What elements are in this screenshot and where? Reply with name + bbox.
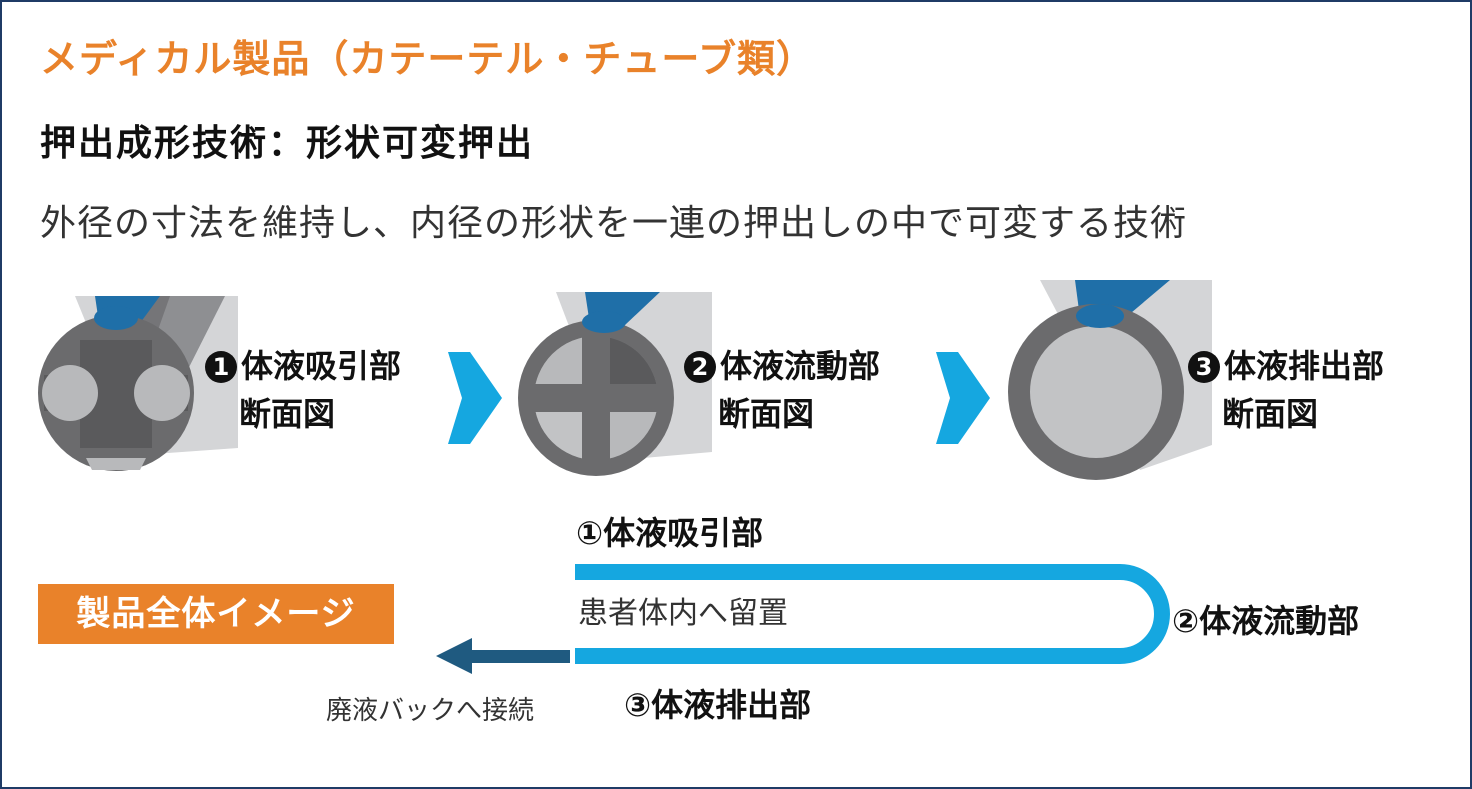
drain-label: ③体液排出部 bbox=[624, 686, 812, 724]
section-caption-3: 断面図 bbox=[1222, 395, 1319, 433]
connect-label: 廃液バックへ接続 bbox=[326, 696, 535, 726]
catheter-tube bbox=[575, 564, 1170, 664]
section-name-3: 体液排出部 bbox=[1224, 347, 1385, 385]
page-title: メディカル製品（カテーテル・チューブ類） bbox=[40, 37, 816, 81]
product-image-tag: 製品全体イメージ bbox=[38, 584, 394, 644]
section-name-1: 体液吸引部 bbox=[241, 347, 402, 385]
arrow-1 bbox=[448, 352, 502, 444]
description: 外径の寸法を維持し、内径の形状を一連の押出しの中で可変する技術 bbox=[40, 203, 1188, 244]
marker-3: 3 bbox=[1188, 351, 1220, 383]
marker-2: 2 bbox=[684, 351, 716, 383]
subtitle: 押出成形技術：形状可変押出 bbox=[40, 123, 535, 164]
inside-label: 患者体内へ留置 bbox=[578, 596, 788, 631]
drain-arrow-shaft bbox=[470, 650, 570, 663]
section-caption-1: 断面図 bbox=[239, 395, 336, 433]
suction-label: ①体液吸引部 bbox=[576, 514, 764, 552]
section-caption-2: 断面図 bbox=[718, 395, 815, 433]
drain-arrow-head bbox=[436, 638, 472, 674]
arrow-2 bbox=[936, 352, 990, 444]
flow-label: ②体液流動部 bbox=[1172, 602, 1360, 640]
cross-section-1 bbox=[38, 296, 238, 471]
cross-section-2 bbox=[518, 292, 712, 476]
cross-section-3 bbox=[1008, 280, 1212, 480]
marker-1: 1 bbox=[205, 351, 237, 383]
section-name-2: 体液流動部 bbox=[720, 347, 881, 385]
